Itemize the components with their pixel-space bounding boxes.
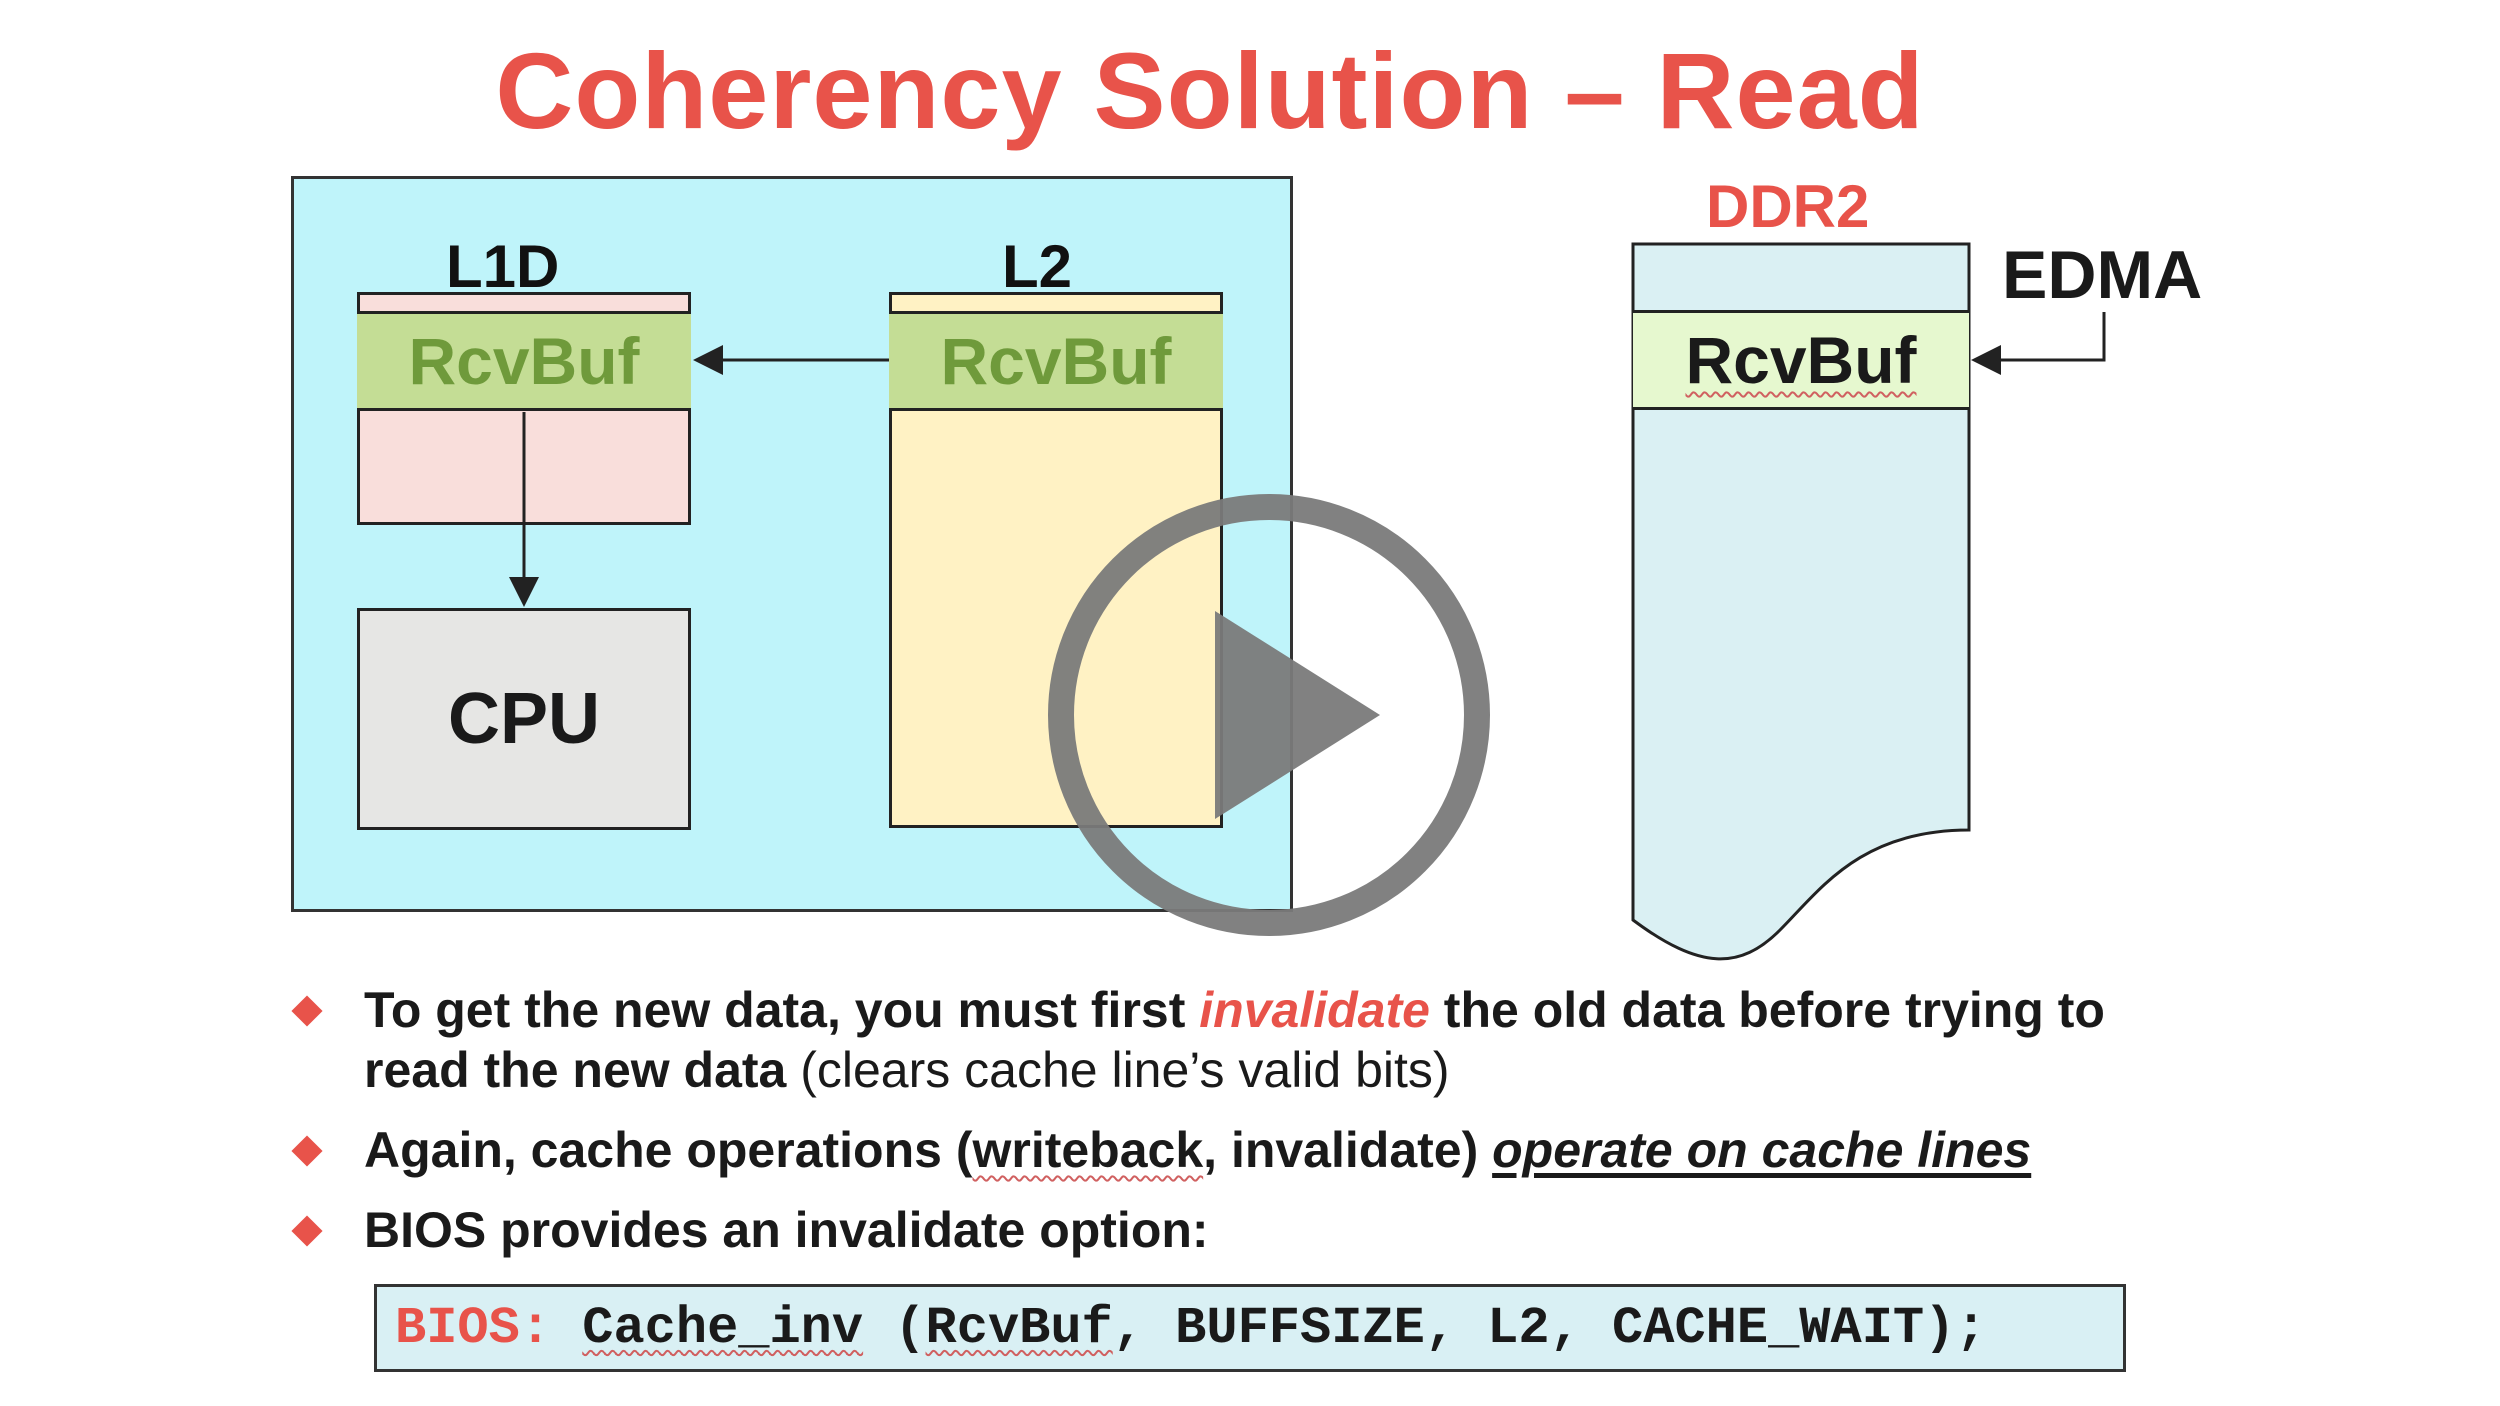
writeback-word: writeback	[972, 1122, 1204, 1178]
l1d-rcvbuf: RcvBuf	[357, 311, 691, 411]
bullet-text: Again, cache operations (	[364, 1122, 973, 1178]
play-button[interactable]	[1040, 486, 1498, 944]
edma-label: EDMA	[2002, 237, 2203, 313]
ddr2-label: DDR2	[1706, 173, 1870, 240]
bullet-text: BIOS provides an invalidate option:	[364, 1202, 1209, 1258]
emphasis-cache-lines: operate on cache lines	[1492, 1122, 2032, 1178]
bullet-text: , invalidate)	[1203, 1122, 1493, 1178]
code-args: , BUFFSIZE, L2, CACHE_WAIT);	[1112, 1298, 1987, 1358]
ddr2-memory	[1631, 242, 1971, 961]
bullet-text: the old data before trying to read the n…	[364, 982, 2105, 1098]
l2-rcvbuf: RcvBuf	[889, 311, 1223, 411]
code-function: Cache_inv	[582, 1298, 864, 1358]
bullet-invalidate: To get the new data, you must first inva…	[290, 980, 2190, 1100]
bullet-cache-operations: Again, cache operations (writeback, inva…	[290, 1120, 2190, 1180]
bullet-text: To get the new data, you must first	[364, 982, 1200, 1038]
diamond-bullet-icon	[291, 1135, 323, 1167]
cpu-box: CPU	[357, 608, 691, 830]
slide-title: Coherency Solution – Read	[495, 30, 1925, 151]
code-keyword: BIOS:	[395, 1298, 552, 1358]
bullet-bios: BIOS provides an invalidate option:	[290, 1200, 2190, 1260]
diamond-bullet-icon	[291, 995, 323, 1027]
bullet-list: To get the new data, you must first inva…	[290, 980, 2190, 1280]
l2-label: L2	[1002, 233, 1073, 300]
l1d-label: L1D	[446, 233, 560, 300]
ddr2-rcvbuf: RcvBuf	[1633, 310, 1969, 410]
code-snippet: BIOS: Cache_inv (RcvBuf, BUFFSIZE, L2, C…	[374, 1284, 2126, 1372]
bullet-note: (clears cache line’s valid bits)	[786, 1042, 1450, 1098]
code-arg-rcvbuf: RcvBuf	[925, 1298, 1113, 1358]
l1d-cache: RcvBuf	[357, 292, 691, 525]
play-icon	[1048, 494, 1490, 936]
emphasis-invalidate: invalidate	[1199, 982, 1430, 1038]
diamond-bullet-icon	[291, 1215, 323, 1247]
code-paren: (	[863, 1298, 926, 1358]
ddr2-rcvbuf-text: RcvBuf	[1685, 323, 1917, 397]
edma-arrow	[1971, 312, 2106, 375]
